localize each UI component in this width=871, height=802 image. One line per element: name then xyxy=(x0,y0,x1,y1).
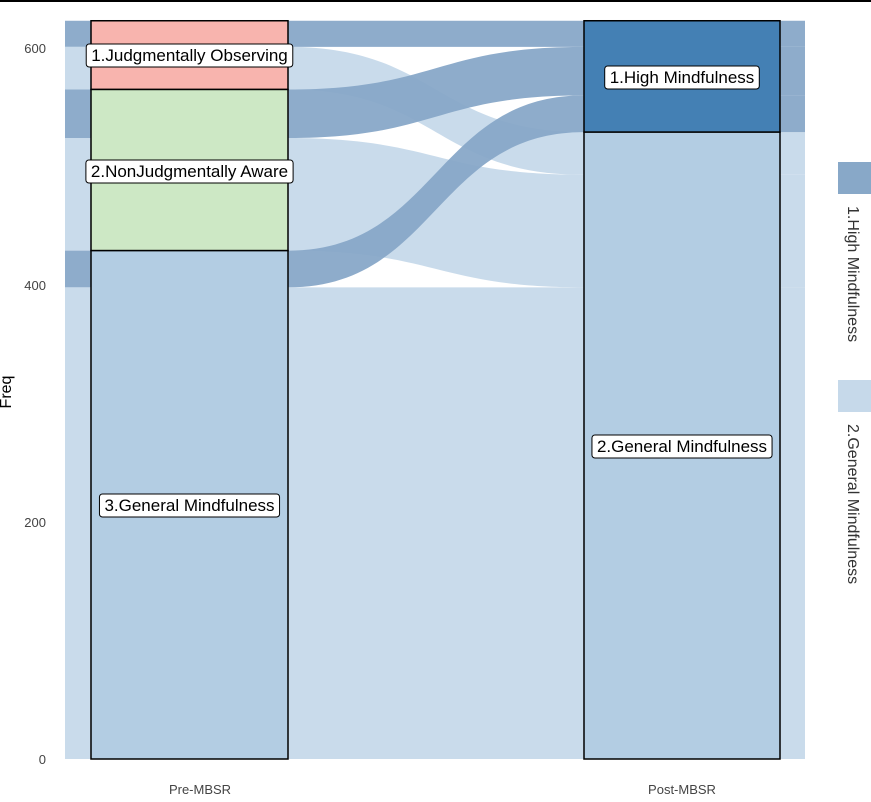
legend-label-0: 1.High Mindfulness xyxy=(844,206,861,342)
x-tick-0: Pre-MBSR xyxy=(169,782,231,797)
legend-key-1 xyxy=(838,380,871,412)
y-tick-1: 200 xyxy=(24,515,46,530)
stratum-label-post-1: 2.General Mindfulness xyxy=(597,437,767,456)
legend-key-0 xyxy=(838,162,871,194)
stratum-label-pre-0: 1.Judgmentally Observing xyxy=(91,46,288,65)
x-tick-1: Post-MBSR xyxy=(648,782,716,797)
legend-label-1: 2.General Mindfulness xyxy=(844,424,861,584)
stratum-label-pre-1-box xyxy=(85,159,294,184)
flow-4 xyxy=(65,95,805,288)
y-tick-2: 400 xyxy=(24,278,46,293)
stratum-label-pre-2: 3.General Mindfulness xyxy=(104,496,274,515)
y-tick-0: 0 xyxy=(39,752,46,767)
y-tick-3: 600 xyxy=(24,41,46,56)
stratum-label-post-0-box xyxy=(604,65,760,90)
stratum-label-pre-0-box xyxy=(85,43,294,68)
stratum-label-post-1-box xyxy=(591,434,773,459)
stratum-label-pre-2-box xyxy=(98,493,281,518)
stratum-label-post-0: 1.High Mindfulness xyxy=(610,68,755,87)
y-axis-label: Freq xyxy=(0,376,15,409)
stratum-label-pre-1: 2.NonJudgmentally Aware xyxy=(91,162,288,181)
